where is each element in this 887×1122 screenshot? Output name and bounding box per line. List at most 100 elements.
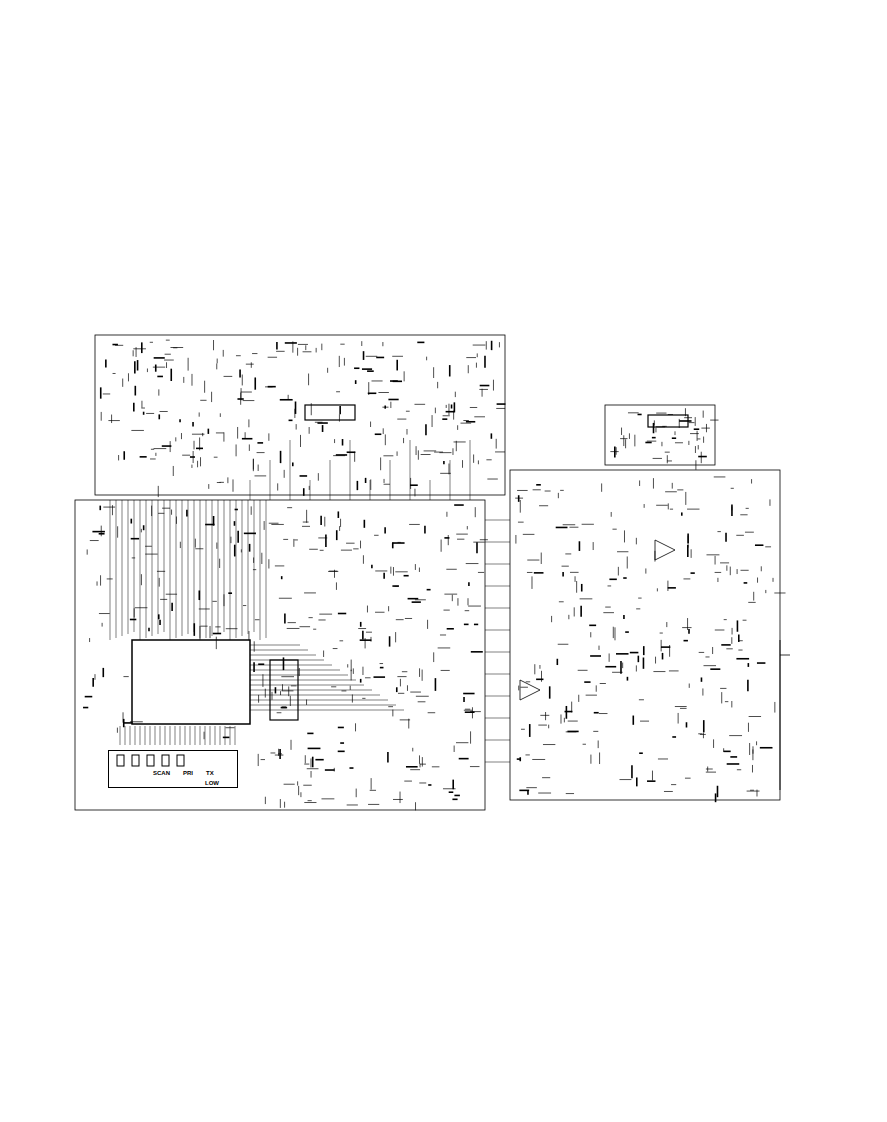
wire <box>162 508 170 509</box>
wire <box>134 500 135 632</box>
wire <box>388 706 393 707</box>
wire <box>275 755 284 756</box>
wire <box>622 663 623 669</box>
wire <box>471 651 483 653</box>
wire <box>478 572 484 573</box>
wire <box>645 568 646 573</box>
wire <box>526 787 537 788</box>
wire <box>668 587 676 589</box>
wire <box>135 607 148 608</box>
wire <box>320 550 324 551</box>
wire <box>620 661 622 674</box>
wire <box>134 361 136 373</box>
wire <box>406 766 418 768</box>
wire <box>449 365 451 376</box>
wire <box>313 629 316 630</box>
wire <box>701 428 709 429</box>
wire <box>309 486 310 490</box>
wire <box>210 726 211 745</box>
wire <box>357 481 359 490</box>
wire <box>441 539 442 551</box>
wire <box>245 432 246 438</box>
wire <box>570 572 579 573</box>
wire <box>451 404 453 408</box>
wire <box>697 438 700 439</box>
wire <box>102 668 104 677</box>
wire <box>150 458 156 459</box>
wire <box>192 422 194 427</box>
wire <box>250 480 251 500</box>
wire <box>689 684 690 688</box>
wire <box>545 712 546 720</box>
wire <box>685 492 686 505</box>
wire <box>456 742 468 743</box>
wire <box>427 620 428 629</box>
wire <box>419 668 420 677</box>
wire <box>170 369 172 381</box>
wire <box>691 549 692 558</box>
wire <box>190 726 191 745</box>
wire <box>243 605 246 606</box>
wire <box>370 637 371 642</box>
wire <box>384 406 386 409</box>
wire <box>737 620 739 631</box>
wire <box>437 382 438 388</box>
lcd-segments <box>109 751 239 789</box>
wire <box>388 399 398 401</box>
wire <box>638 598 641 599</box>
wire <box>253 662 255 672</box>
wire <box>410 440 411 500</box>
wire <box>303 488 305 496</box>
wire <box>293 539 294 547</box>
wire <box>216 637 217 649</box>
wire <box>220 413 221 417</box>
wire <box>694 428 699 430</box>
wire <box>737 769 741 770</box>
wire <box>748 723 749 732</box>
wire <box>403 438 404 443</box>
wire <box>598 740 599 748</box>
wire <box>248 631 249 640</box>
wire <box>338 613 346 615</box>
wire <box>140 500 141 640</box>
wire <box>705 656 709 657</box>
wire <box>652 437 656 439</box>
wire <box>774 592 785 593</box>
wire <box>220 726 221 745</box>
wire <box>689 422 695 423</box>
wire <box>140 726 141 745</box>
wire <box>199 608 210 609</box>
wire <box>730 567 731 576</box>
wire <box>276 342 278 349</box>
wire <box>583 744 586 745</box>
wire <box>360 541 361 549</box>
wire <box>688 441 689 445</box>
wire <box>147 368 148 372</box>
wire <box>292 462 294 466</box>
wire <box>152 500 153 636</box>
wire <box>580 598 593 599</box>
mcu-chip <box>132 640 250 724</box>
wire <box>532 759 545 760</box>
wire <box>202 433 203 436</box>
wire <box>443 461 445 464</box>
wire <box>731 488 734 489</box>
wire <box>158 486 159 497</box>
wire <box>230 500 231 640</box>
wire <box>397 451 398 455</box>
wire <box>482 389 483 397</box>
wire <box>463 420 469 421</box>
wire <box>173 466 174 476</box>
wire <box>702 688 703 695</box>
wire <box>248 500 249 634</box>
wire <box>125 726 126 745</box>
wire <box>340 344 344 345</box>
wire <box>410 692 421 693</box>
wire <box>523 534 535 535</box>
wire <box>549 686 551 698</box>
wire <box>333 648 338 649</box>
wire <box>668 503 669 509</box>
wire <box>457 598 458 606</box>
wire <box>150 726 151 745</box>
